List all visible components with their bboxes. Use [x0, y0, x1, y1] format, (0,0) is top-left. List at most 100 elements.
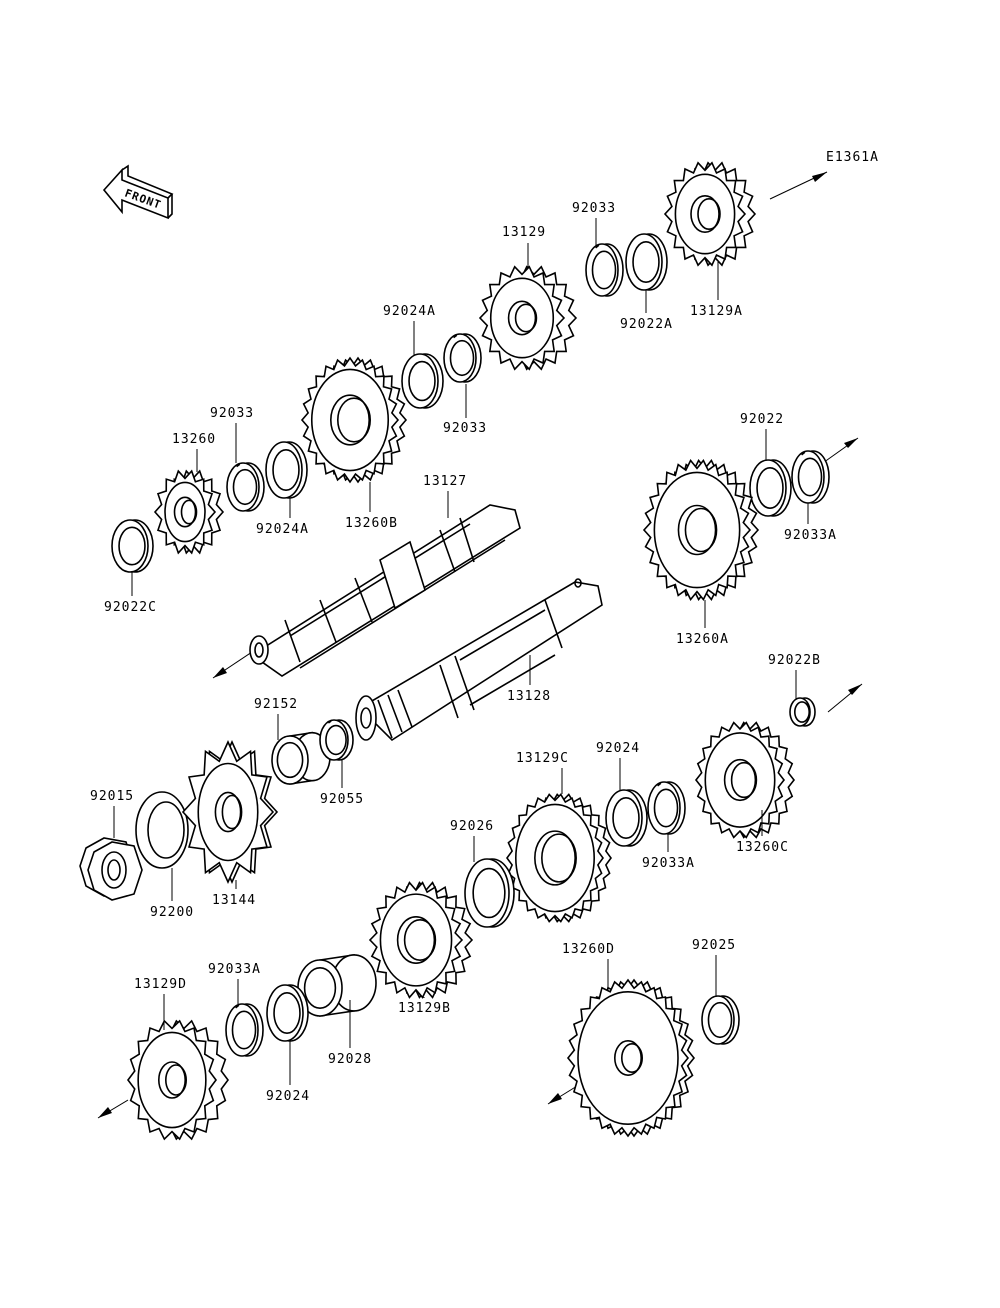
part-number-label: 92022C	[104, 600, 157, 615]
washer-92025	[701, 995, 740, 1045]
part-number-label: 92022A	[620, 317, 673, 332]
callout-92022b: 92022B	[768, 653, 821, 700]
part-number-label: 13260A	[676, 632, 729, 647]
part-number-label: 92033A	[642, 856, 695, 871]
part-number-label: 92024	[266, 1089, 310, 1104]
part-number-label: 92026	[450, 819, 494, 834]
callout-13129a: 13129A	[690, 262, 743, 319]
callout-92024-b: 92024	[266, 1041, 310, 1104]
part-number-label: 92200	[150, 905, 194, 920]
part-number-label: 92033	[443, 421, 487, 436]
washer-92024-a	[605, 789, 648, 847]
part-number-label: 92033A	[208, 962, 261, 977]
gear-13129B	[368, 881, 474, 999]
gear-13260C	[694, 721, 796, 839]
circlip-92033-a	[585, 243, 624, 297]
gear-13260	[153, 469, 225, 555]
washer-92022B	[789, 697, 816, 727]
callout-13129b: 13129B	[398, 997, 451, 1016]
circlip-92033-c	[226, 462, 265, 512]
callout-92024a-a: 92024A	[383, 304, 436, 356]
washer-92022	[749, 459, 792, 517]
callout-13260d: 13260D	[562, 942, 615, 990]
gear-13260B	[300, 356, 408, 484]
gear-13129	[478, 265, 578, 371]
part-number-label: 92033A	[784, 528, 837, 543]
part-number-label: 92024A	[256, 522, 309, 537]
washer-92022A	[625, 233, 668, 291]
callout-92200: 92200	[150, 868, 194, 920]
part-number-label: 13129D	[134, 977, 187, 992]
part-number-label: 13260B	[345, 516, 398, 531]
callout-13144: 13144	[212, 880, 256, 908]
part-number-label: 92022	[740, 412, 784, 427]
part-number-label: 13260C	[736, 840, 789, 855]
diagram-code: E1361A	[826, 150, 879, 165]
gear-13260A	[642, 459, 760, 601]
callout-92024a-b: 92024A	[256, 498, 309, 537]
shaft-13128	[355, 578, 603, 742]
circlip-92033-b	[443, 333, 482, 383]
gear-13129A	[663, 161, 757, 267]
circlip-92055	[319, 719, 354, 761]
part-number-label: 13144	[212, 893, 256, 908]
shaft-13127	[249, 504, 521, 677]
gear-13129D	[126, 1019, 230, 1141]
part-number-label: 13129B	[398, 1001, 451, 1016]
washer-92024A-b	[265, 441, 308, 499]
callout-92024-a: 92024	[596, 741, 640, 790]
washer-92024A-a	[401, 353, 444, 409]
callout-92022: 92022	[740, 412, 784, 460]
callout-13127: 13127	[423, 474, 467, 518]
part-number-label: 92015	[90, 789, 134, 804]
axis-lines	[97, 171, 863, 1119]
circlip-92033A-b	[647, 781, 686, 835]
callout-92028: 92028	[328, 1000, 372, 1067]
callout-13260c: 13260C	[736, 810, 789, 855]
part-number-label: 13260	[172, 432, 216, 447]
part-number-label: 92033	[572, 201, 616, 216]
callout-92055: 92055	[320, 760, 364, 807]
part-number-label: 13127	[423, 474, 467, 489]
callout-92033-c: 92033	[210, 406, 253, 463]
callout-92033-b: 92033	[443, 384, 487, 436]
gear-13260D	[566, 978, 696, 1138]
part-number-label: 13129	[502, 225, 546, 240]
part-number-label: 92024	[596, 741, 640, 756]
callout-92022c: 92022C	[104, 572, 157, 615]
callout-92025: 92025	[692, 938, 735, 996]
part-number-label: 92055	[320, 792, 364, 807]
callout-92033a-c: 92033A	[208, 962, 261, 1004]
gear-13129C	[506, 793, 612, 923]
callout-13129: 13129	[502, 225, 546, 268]
callout-13129d: 13129D	[134, 977, 187, 1030]
nut-92015	[79, 837, 143, 901]
part-number-label: 13129A	[690, 304, 743, 319]
circlip-92033A-c	[225, 1003, 264, 1057]
callout-92015: 92015	[90, 789, 134, 838]
part-number-label: 13260D	[562, 942, 615, 957]
callout-92022a: 92022A	[620, 290, 673, 332]
callout-92033-a: 92033	[572, 201, 616, 246]
part-number-label: 92028	[328, 1052, 372, 1067]
circlip-92033A-a	[791, 450, 830, 504]
callout-13128: 13128	[507, 655, 550, 704]
callout-92033a-b: 92033A	[642, 834, 695, 871]
callout-13260: 13260	[172, 432, 216, 472]
part-number-label: 92152	[254, 697, 298, 712]
callout-92033a-a: 92033A	[784, 503, 837, 543]
callout-13260b: 13260B	[345, 482, 398, 531]
part-number-label: 92022B	[768, 653, 821, 668]
lock-washer-92200	[135, 791, 189, 869]
callout-92026: 92026	[450, 819, 494, 862]
part-number-label: 13129C	[516, 751, 569, 766]
washer-92026	[464, 858, 515, 928]
bushing-92028	[297, 953, 377, 1017]
front-arrow-icon: FRONT	[102, 164, 174, 220]
callout-92152: 92152	[254, 697, 298, 740]
part-number-label: 92024A	[383, 304, 436, 319]
washer-92024-b	[266, 984, 309, 1042]
sprocket-13144	[181, 740, 279, 884]
